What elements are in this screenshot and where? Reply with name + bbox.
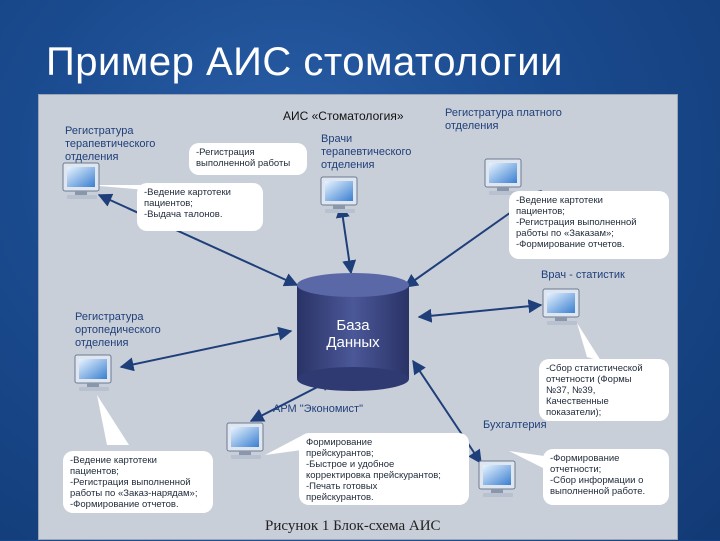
- link-reg-therapy: [97, 193, 299, 287]
- computer-icon-economist: [226, 422, 264, 459]
- diagram-connectors: [62, 158, 601, 497]
- computer-icon-accounting: [478, 460, 516, 497]
- node-statistician: Врач - статистик: [541, 269, 625, 281]
- bubble-reg-therapy: -Ведение картотеки пациентов; -Выдача та…: [137, 183, 263, 231]
- link-accounting: [412, 359, 482, 465]
- node-reg-therapy: Регистратура терапевтического отделения: [65, 125, 156, 164]
- node-reg-paid: Регистратура платного отделения: [445, 107, 562, 133]
- figure-caption: Рисунок 1 Блок-схема АИС: [265, 518, 441, 534]
- slide-title: Пример АИС стоматологии: [46, 40, 563, 84]
- link-reg-ortho: [119, 326, 293, 372]
- link-doctors: [335, 203, 357, 275]
- node-accounting: Бухгалтерия: [483, 419, 547, 431]
- diagram-panel: АИС «Стоматология» Регистратура терапевт…: [38, 94, 678, 540]
- bubble-accounting: -Формирование отчетности; -Сбор информац…: [543, 449, 669, 505]
- database-cylinder: [297, 273, 409, 391]
- bubble-economist: Формирование прейскурантов; -Быстрое и у…: [299, 433, 469, 505]
- bubble-statistician: -Сбор статистической отчетности (Формы №…: [539, 359, 669, 421]
- database-label: База Данных: [326, 317, 380, 352]
- computer-icon-reg-paid: [484, 158, 522, 195]
- computer-icon-reg-ortho: [74, 354, 112, 391]
- computer-icon-statistician: [542, 288, 580, 325]
- bubble-reg-paid: -Ведение картотеки пациентов; -Регистрац…: [509, 191, 669, 259]
- tail-economist: [265, 435, 309, 455]
- tail-statistician: [577, 323, 601, 361]
- computer-icon-reg-therapy: [62, 162, 100, 199]
- system-title: АИС «Стоматология»: [283, 109, 404, 123]
- node-economist: АРМ "Экономист": [273, 403, 363, 415]
- bubble-reg-ortho: -Ведение картотеки пациентов; -Регистрац…: [63, 451, 213, 513]
- node-reg-ortho: Регистратура ортопедического отделения: [75, 311, 161, 350]
- tail-reg-ortho: [97, 395, 129, 445]
- computer-icon-doctors: [320, 176, 358, 213]
- link-statistician: [417, 299, 543, 323]
- bubble-doctors: -Регистрация выполненной работы: [189, 143, 307, 175]
- node-doctors: Врачи терапевтического отделения: [321, 133, 412, 172]
- tail-accounting: [509, 451, 551, 471]
